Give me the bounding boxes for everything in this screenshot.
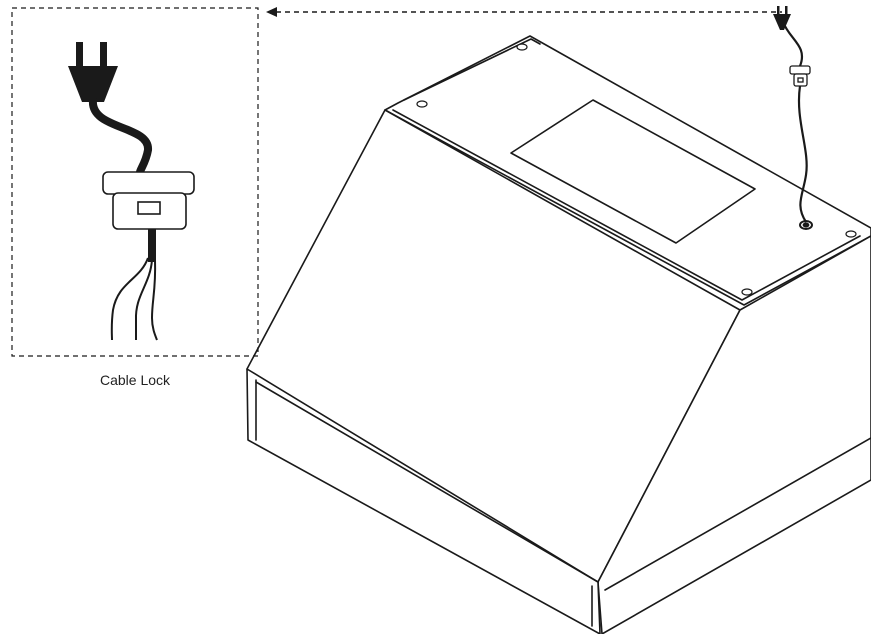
arrow-head-icon xyxy=(266,7,277,17)
hood-side-face xyxy=(597,235,871,634)
rating-label xyxy=(510,99,756,244)
plug-icon xyxy=(68,42,118,102)
power-cord xyxy=(773,6,811,223)
hood-side-bottom xyxy=(604,437,871,591)
mounting-holes xyxy=(416,43,857,296)
small-plug-icon xyxy=(773,6,791,30)
cable-lock-caption: Cable Lock xyxy=(99,372,171,388)
cable-grommet-inner xyxy=(802,222,810,228)
cable-lock-icon xyxy=(102,171,195,230)
hood-front-band xyxy=(246,368,601,634)
hood-band-top-edge xyxy=(255,381,599,583)
small-cable-lock-icon xyxy=(789,65,811,87)
cord-upper xyxy=(89,96,152,176)
range-hood xyxy=(246,35,871,634)
hood-top-lip xyxy=(392,109,861,301)
split-wires xyxy=(110,257,158,341)
callout xyxy=(11,7,782,357)
hood-back-lip xyxy=(403,38,541,101)
